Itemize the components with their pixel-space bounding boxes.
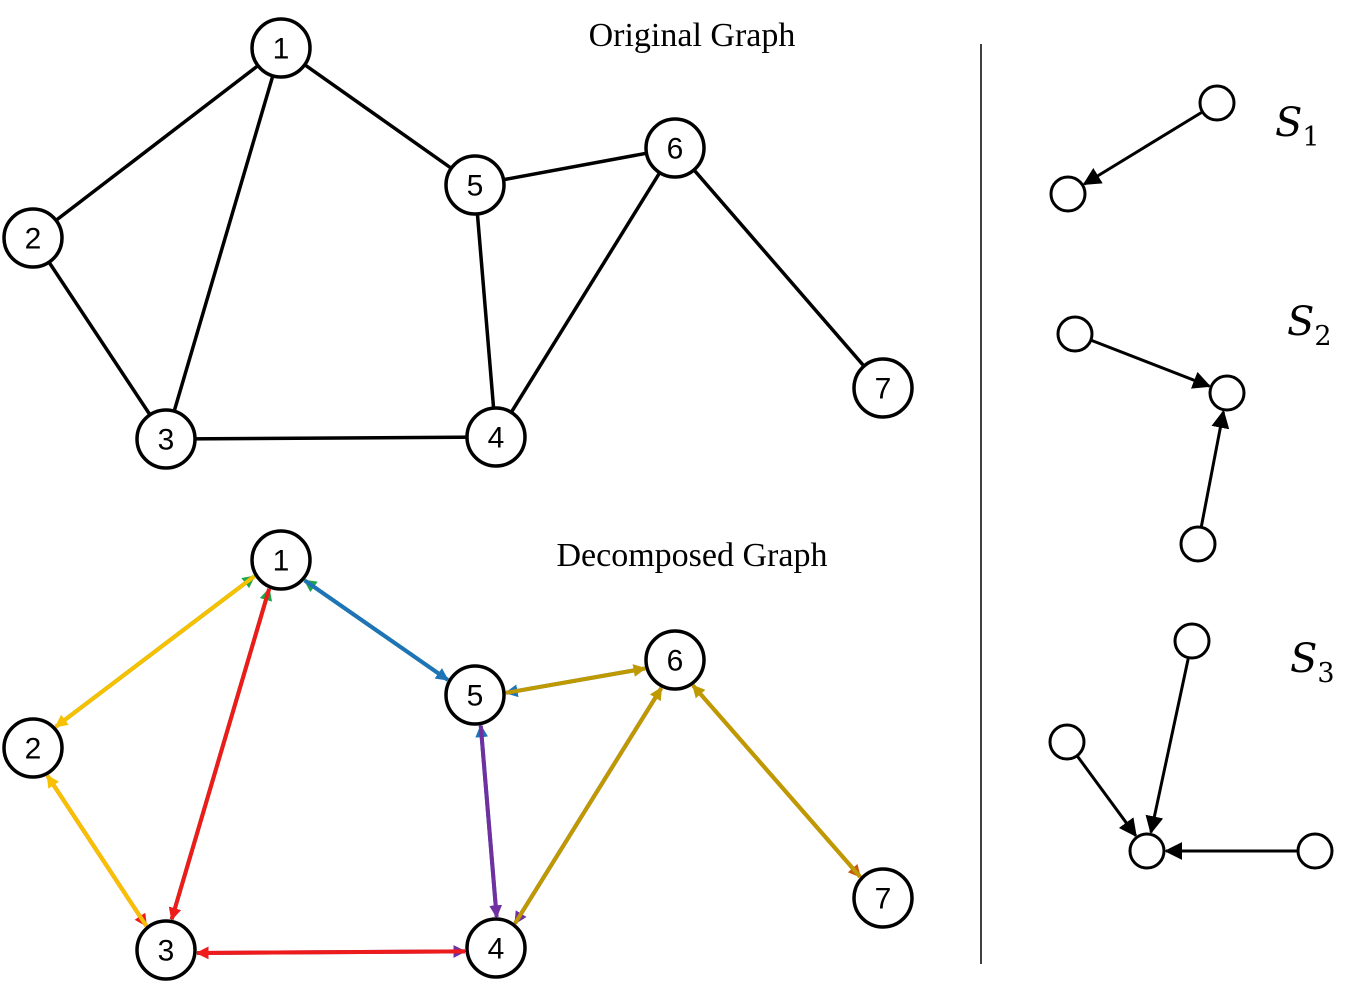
subgraph-node — [1296, 832, 1334, 870]
decomposed-graph-nodes: 1 2 3 4 5 6 7 — [2, 529, 914, 981]
original-node-5: 5 — [444, 154, 506, 216]
decomposed-node-circle — [644, 629, 706, 691]
arc-4-to-6 — [513, 686, 664, 925]
arc-1-to-5 — [303, 578, 449, 682]
subgraph-label: S2 — [1287, 299, 1332, 352]
subgraph-node — [1208, 374, 1246, 412]
original-node-circle — [250, 17, 312, 79]
original-edge-2-3 — [31, 237, 168, 440]
decomposed-node-label: 4 — [488, 933, 505, 966]
original-node-circle — [644, 117, 706, 179]
subgraph-node — [1048, 723, 1086, 761]
original-node-label: 7 — [875, 373, 892, 406]
original-edge-6-7 — [673, 146, 885, 390]
original-edge-1-3 — [164, 47, 283, 440]
decomposed-node-5: 5 — [444, 664, 506, 726]
decomposed-node-label: 3 — [158, 935, 175, 968]
original-node-1: 1 — [250, 17, 312, 79]
decomposed-node-1: 1 — [250, 529, 312, 591]
decomposed-node-7: 7 — [852, 867, 914, 929]
original-node-6: 6 — [644, 117, 706, 179]
subgraph-node — [1056, 315, 1094, 353]
subgraph-node — [1128, 832, 1166, 870]
subgraph-node — [1179, 525, 1217, 563]
original-node-label: 4 — [488, 422, 505, 455]
original-node-circle — [852, 357, 914, 419]
original-node-2: 2 — [2, 207, 64, 269]
subgraph-label-main: S — [1275, 100, 1302, 146]
decomposed-node-circle — [465, 917, 527, 979]
arc-5-to-4 — [478, 725, 503, 919]
decomposed-node-label: 1 — [273, 545, 290, 578]
decomposed-node-circle — [135, 919, 197, 981]
subgraph-edge — [1145, 657, 1190, 835]
subgraph-s2: S2 — [1056, 299, 1332, 563]
arc-7-to-6 — [691, 684, 862, 879]
decomposed-node-4: 4 — [465, 917, 527, 979]
subgraph-s1: S1 — [1049, 84, 1320, 213]
original-node-circle — [2, 207, 64, 269]
original-edge-1-2 — [31, 46, 283, 240]
original-node-circle — [444, 154, 506, 216]
decomposed-node-2: 2 — [2, 717, 64, 779]
original-node-4: 4 — [465, 406, 527, 468]
original-node-label: 1 — [273, 33, 290, 66]
subgraph-label-main: S — [1287, 299, 1314, 345]
original-edge-4-6 — [494, 147, 677, 438]
arc-1-to-2 — [54, 574, 256, 729]
original-node-label: 2 — [25, 223, 42, 256]
subgraph-edge — [1075, 754, 1137, 838]
original-graph-nodes: 1 2 3 4 5 6 7 — [2, 17, 914, 470]
original-node-7: 7 — [852, 357, 914, 419]
arc-1-to-3 — [168, 588, 272, 921]
decomposed-graph-title: Decomposed Graph — [557, 537, 828, 574]
decomposed-node-circle — [444, 664, 506, 726]
subgraph-label-sub: 2 — [1314, 321, 1331, 352]
subgraph-label: S1 — [1275, 100, 1320, 153]
subgraph-label-sub: 3 — [1317, 658, 1334, 689]
decomposed-node-6: 6 — [644, 629, 706, 691]
subgraph-label: S3 — [1290, 636, 1335, 689]
subgraph-node — [1198, 84, 1236, 122]
original-edge-1-5 — [279, 46, 477, 187]
subgraph-s3: S3 — [1048, 622, 1335, 870]
decomposed-node-circle — [250, 529, 312, 591]
original-node-label: 6 — [667, 133, 684, 166]
subgraph-label-main: S — [1290, 636, 1317, 682]
original-node-label: 3 — [158, 424, 175, 457]
arc-3-to-2 — [45, 774, 148, 927]
decomposed-node-label: 5 — [467, 680, 484, 713]
decomposed-node-circle — [852, 867, 914, 929]
original-node-circle — [135, 408, 197, 470]
decomposed-node-label: 6 — [667, 645, 684, 678]
subgraph-label-sub: 1 — [1302, 122, 1319, 153]
original-graph-title: Original Graph — [589, 17, 796, 54]
decomposed-graph-arcs — [45, 574, 862, 960]
original-node-label: 5 — [467, 170, 484, 203]
decomposed-node-label: 7 — [875, 883, 892, 916]
original-edge-5-6 — [474, 146, 676, 187]
original-graph-edges — [31, 46, 885, 441]
decomposed-node-circle — [2, 717, 64, 779]
original-node-3: 3 — [135, 408, 197, 470]
decomposed-node-3: 3 — [135, 919, 197, 981]
arc-4-to-3 — [195, 946, 466, 960]
decomposed-node-label: 2 — [25, 733, 42, 766]
subgraph-edge — [1082, 110, 1204, 186]
original-edge-3-4 — [165, 435, 497, 441]
subgraph-node — [1049, 175, 1087, 213]
original-edge-4-5 — [473, 184, 498, 438]
original-node-circle — [465, 406, 527, 468]
subgraph-node — [1173, 622, 1211, 660]
arc-5-to-6 — [505, 664, 647, 695]
subgraph-edge — [1090, 338, 1211, 389]
subgraph-edge — [1199, 409, 1230, 528]
